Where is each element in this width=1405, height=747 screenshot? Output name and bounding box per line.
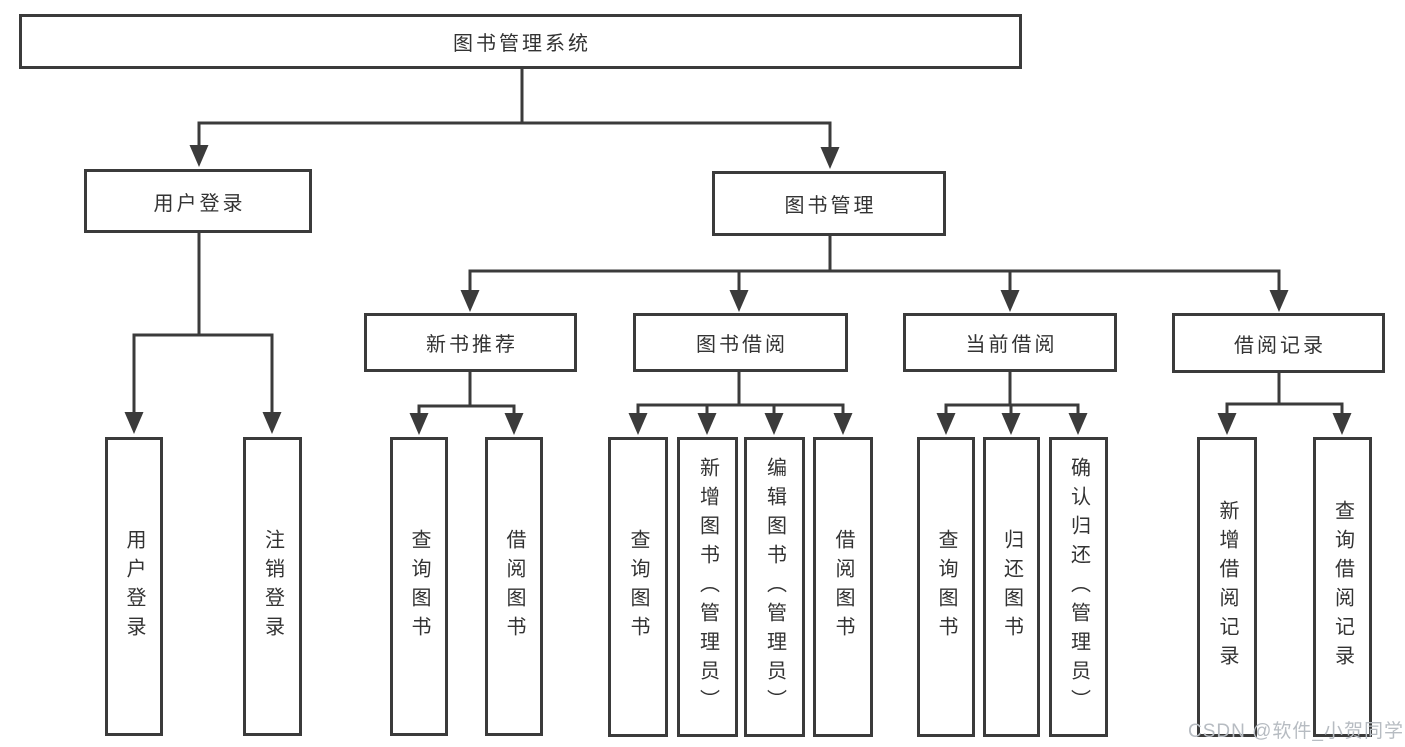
leaf-cb-query-book: 查询图书 [917,437,975,737]
leaf-bb-add-book-admin: 新增图书（管理员） [677,437,738,737]
leaf-bb-borrow-book: 借阅图书 [813,437,873,737]
leaf-nb-query-book: 查询图书 [390,437,448,736]
leaf-bb-edit-book-admin: 编辑图书（管理员） [744,437,805,737]
node-borrow-records: 借阅记录 [1172,313,1385,373]
node-label: 用户登录 [123,528,145,645]
node-label: 借阅记录 [1234,334,1326,357]
node-book-borrow: 图书借阅 [633,313,848,372]
node-label: 查询图书 [627,529,649,645]
leaf-logout-login: 注销登录 [243,437,302,736]
node-label: 用户登录 [153,192,246,215]
node-label: 借阅图书 [503,528,525,645]
node-label: 确认归还（管理员） [1067,456,1090,718]
node-label: 编辑图书（管理员） [763,456,786,718]
leaf-br-add-record: 新增借阅记录 [1197,437,1257,737]
node-user-login: 用户登录 [84,169,312,233]
node-label: 新增借阅记录 [1216,500,1238,674]
node-label: 归还图书 [1000,529,1023,645]
node-label: 借阅图书 [832,529,854,645]
leaf-cb-return-book: 归还图书 [983,437,1040,737]
node-current-borrow: 当前借阅 [903,313,1117,372]
node-root: 图书管理系统 [19,14,1022,69]
leaf-bb-query-book: 查询图书 [608,437,668,737]
leaf-user-login: 用户登录 [105,437,163,736]
node-label: 新增图书（管理员） [696,456,719,718]
node-new-book-recommend: 新书推荐 [364,313,577,372]
node-label: 图书管理系统 [453,33,591,55]
leaf-nb-borrow-book: 借阅图书 [485,437,543,736]
csdn-watermark: CSDN @软件_小贺同学 [1188,721,1404,742]
node-label: 图书管理 [784,195,877,217]
node-label: 新书推荐 [426,334,518,356]
node-label: 查询图书 [408,528,430,645]
node-label: 查询借阅记录 [1331,500,1354,674]
leaf-cb-confirm-return-admin: 确认归还（管理员） [1049,437,1108,737]
node-label: 查询图书 [935,529,957,645]
node-label: 图书借阅 [696,334,788,356]
node-book-management: 图书管理 [712,171,946,236]
node-label: 当前借阅 [965,334,1058,356]
node-label: 注销登录 [261,528,284,645]
leaf-br-query-record: 查询借阅记录 [1313,437,1372,737]
